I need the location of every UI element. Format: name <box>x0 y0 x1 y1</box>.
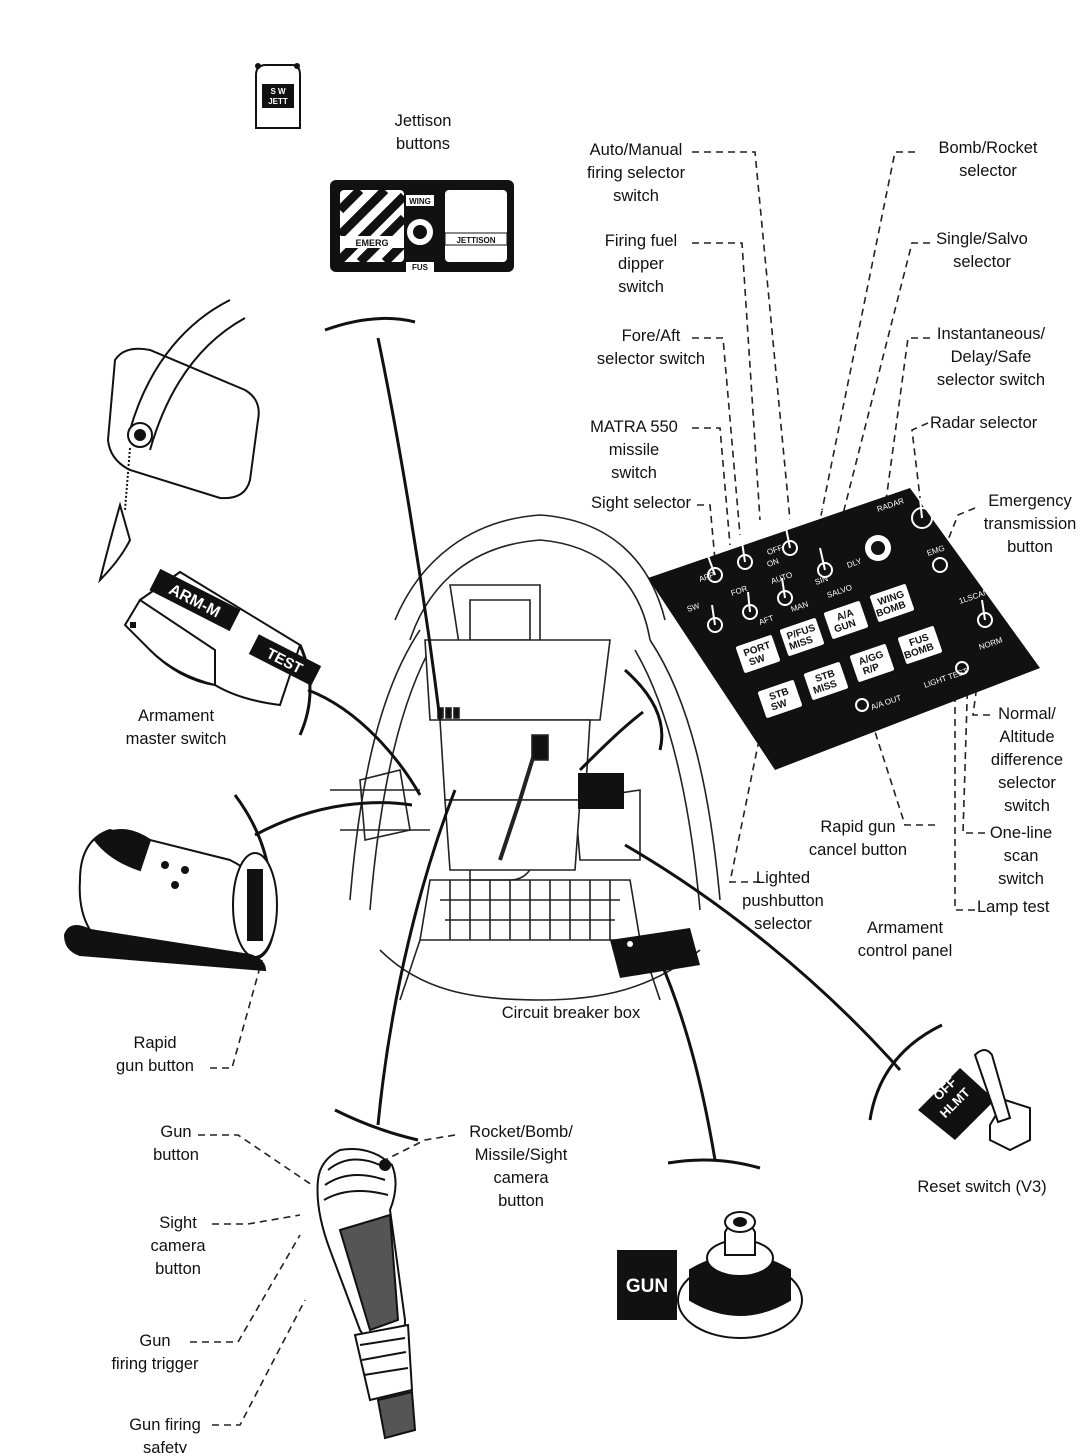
circuit-breaker-panel <box>578 773 624 809</box>
btn-agg-rp-l2: R/P <box>862 662 882 678</box>
label-lamp-test: Lamp test <box>977 898 1050 916</box>
dashed-callouts <box>190 151 990 1426</box>
toggle-scan[interactable] <box>981 599 986 621</box>
jettison-label: JETTISON <box>456 236 495 245</box>
armament-master-switch[interactable]: ARM-M TEST <box>123 568 322 707</box>
label-circuit-breaker: Circuit breaker box <box>501 1004 641 1022</box>
btn-aa-gun[interactable] <box>822 599 870 641</box>
circuit-breaker-box <box>610 928 700 978</box>
toggle-matra[interactable] <box>741 541 746 563</box>
throttle-grip[interactable] <box>63 828 278 972</box>
btn-port-sw[interactable] <box>734 633 782 675</box>
leader-lines <box>233 316 943 1170</box>
toggle-radar[interactable] <box>919 497 923 519</box>
gun-label: GUN <box>626 1276 668 1297</box>
armament-control-panel[interactable]: PORT SW P/FUS MISS A/A GUN WING BOMB STB… <box>648 488 1040 770</box>
btn-agg-rp[interactable] <box>848 642 896 684</box>
toggle-sw[interactable] <box>711 604 716 626</box>
toggle-sight[interactable] <box>707 555 716 576</box>
emergency-tx-button[interactable] <box>932 557 948 573</box>
cockpit-illustration <box>330 514 721 1001</box>
sw-jett-indicator: S W JETT <box>255 63 301 129</box>
ejection-seat <box>424 584 611 871</box>
btn-fus-bomb[interactable] <box>896 624 944 666</box>
mark-sin: SIN <box>814 574 830 587</box>
guarded-switch[interactable] <box>98 299 260 584</box>
sw-jett-line1: S W <box>270 87 286 96</box>
control-stick[interactable] <box>316 1148 417 1440</box>
reset-switch[interactable]: OFF HLMT <box>918 1049 1031 1152</box>
label-radar-selector: Radar selector <box>930 414 1038 432</box>
btn-stb-miss[interactable] <box>802 660 850 702</box>
toggle-auto-manual[interactable] <box>785 527 791 549</box>
jettison-panel[interactable]: EMERG JETTISON WING FUS <box>330 180 514 272</box>
mark-sw: SW <box>686 601 702 614</box>
btn-stb-sw[interactable] <box>756 678 804 720</box>
btn-wing-bomb[interactable] <box>868 582 916 624</box>
hat-switch[interactable] <box>677 1211 803 1339</box>
emerg-label: EMERG <box>355 238 388 248</box>
label-sight-selector: Sight selector <box>591 494 691 512</box>
btn-port-sw-l2: SW <box>748 653 767 669</box>
sw-jett-line2: JETT <box>268 97 288 106</box>
label-reset-switch: Reset switch (V3) <box>917 1178 1047 1196</box>
mark-on: ON <box>766 556 780 568</box>
lamp-test-button[interactable] <box>955 661 969 675</box>
wing-label: WING <box>409 197 431 206</box>
toggle-single-salvo[interactable] <box>819 547 826 571</box>
btn-pfus-miss[interactable] <box>778 616 826 658</box>
btn-aa-gun-l1: A/A <box>835 608 855 624</box>
toggle-fuel-dipper[interactable] <box>781 577 786 599</box>
fus-label: FUS <box>412 263 429 272</box>
btn-stb-sw-l2: SW <box>770 698 789 714</box>
rapid-gun-cancel-button[interactable] <box>855 698 869 712</box>
toggle-fore-aft[interactable] <box>747 591 751 613</box>
gun-indicator: GUN <box>617 1250 677 1320</box>
